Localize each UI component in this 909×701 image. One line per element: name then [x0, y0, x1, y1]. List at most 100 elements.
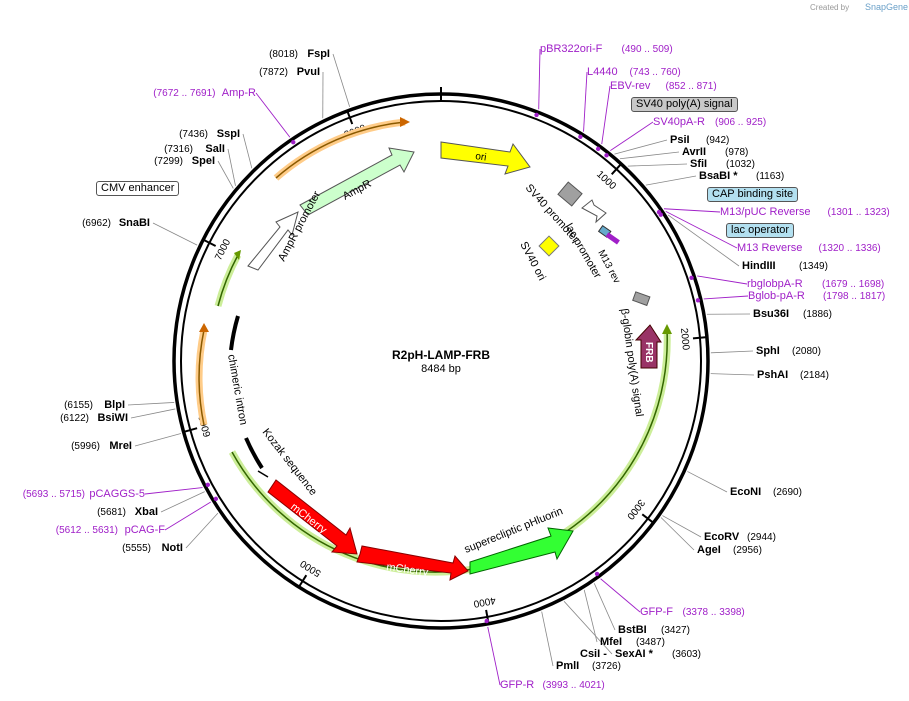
tick-mark [183, 427, 198, 433]
lac-operator-box[interactable]: lac operator [726, 223, 795, 238]
cap-binding-box[interactable]: CAP binding site [707, 187, 799, 202]
primer-name: M13 Reverse [737, 242, 802, 254]
enzyme-name: MreI [109, 440, 132, 452]
primer-sv40par[interactable]: SV40pA-R(906 .. 925) [653, 116, 766, 128]
enzyme-site-hindiii[interactable]: HindIII(1349) [742, 260, 828, 272]
primer-name: Bglob-pA-R [748, 290, 805, 302]
left-green-head [234, 250, 241, 260]
enzyme-site-blpi[interactable]: BlpI(6155) [64, 399, 125, 411]
frb-arrow[interactable] [634, 324, 662, 369]
sv40-promoter-box[interactable] [557, 181, 583, 207]
ampr-promoter-arrow[interactable] [247, 211, 299, 271]
enzyme-site-ecoNI[interactable]: EcoNI(2690) [730, 486, 802, 498]
primer-pcagf[interactable]: pCAG-F(5612 .. 5631) [56, 524, 166, 536]
enzyme-site-mrei[interactable]: MreI (5996) [71, 440, 132, 452]
enzyme-position: (5996) [71, 441, 100, 452]
cmv-enhancer-box[interactable]: CMV enhancer [96, 181, 180, 196]
primer-gfpr[interactable]: GFP-R(3993 .. 4021) [500, 679, 605, 691]
primer-ebvrev[interactable]: EBV-rev (852 .. 871) [610, 80, 717, 92]
enzyme-position: (2956) [733, 545, 762, 556]
enzyme-leader [619, 151, 680, 160]
kozak-label: Kozak sequence [260, 426, 320, 497]
primer-leader [663, 208, 721, 213]
enzyme-position: (2944) [747, 532, 776, 543]
enzyme-site-sexai[interactable]: SexAI *(3603) [615, 648, 701, 660]
enzyme-site-pshai[interactable]: PshAI(2184) [757, 369, 829, 381]
primer-name: EBV-rev [610, 80, 651, 92]
enzyme-site-fspi[interactable]: FspI(8018) [269, 48, 330, 60]
enzyme-name: PmlI [556, 660, 579, 672]
primer-gfpf[interactable]: GFP-F(3378 .. 3398) [640, 606, 745, 618]
enzyme-name: MfeI [600, 636, 622, 648]
chimeric-intron-top [229, 315, 240, 351]
enzyme-name: BstBI [618, 624, 647, 636]
primer-range: (1798 .. 1817) [823, 291, 885, 302]
enzyme-leader [645, 175, 697, 186]
ampr-arrow[interactable] [299, 147, 415, 216]
credit-text: Created by [810, 3, 849, 12]
bglobin-box[interactable] [632, 291, 651, 307]
enzyme-site-sphi[interactable]: SphI(2080) [756, 345, 821, 357]
primer-pbr322[interactable]: pBR322ori-F(490 .. 509) [540, 43, 673, 55]
primer-name: pCAG-F [125, 524, 166, 536]
enzyme-site-bsabi[interactable]: BsaBI *(1163) [699, 170, 784, 182]
left-orange-head [199, 323, 209, 332]
label-layer: FspI(8018) PvuI(7872) SspI(7436) SalI(7316)… [23, 43, 890, 691]
primer-ampr[interactable]: Amp-R(7672 .. 7691) [153, 87, 256, 99]
primer-site-mark [291, 140, 296, 145]
enzyme-leader [152, 222, 198, 246]
mcherry-arrow-1[interactable] [267, 479, 358, 555]
primer-range: (852 .. 871) [666, 81, 717, 92]
left-green-highlight [214, 253, 242, 307]
tick-label: 7000 [213, 237, 233, 262]
enzyme-position: (2690) [773, 487, 802, 498]
enzyme-position: (7872) [259, 67, 288, 78]
enzyme-position: (6122) [60, 413, 89, 424]
enzyme-site-noti[interactable]: NotI(5555) [122, 542, 183, 554]
primer-rbglob[interactable]: rbglobpA-R(1679 .. 1698) [747, 278, 884, 290]
enzyme-site-snabi[interactable]: SnaBI(6962) [82, 217, 150, 229]
enzyme-position: (3726) [592, 661, 621, 672]
enzyme-position: (3427) [661, 625, 690, 636]
primer-name: rbglobpA-R [747, 278, 803, 290]
enzyme-site-avrii[interactable]: AvrII(978) [682, 146, 748, 158]
enzyme-site-csii[interactable]: CsiI - [580, 648, 607, 660]
primer-pcaggs5[interactable]: pCAGGS-5(5693 .. 5715) [23, 488, 145, 500]
enzyme-site-bswi[interactable]: BsiWI(6122) [60, 412, 128, 424]
enzyme-position: (5555) [122, 543, 151, 554]
primer-m13rev[interactable]: M13 Reverse(1320 .. 1336) [737, 242, 881, 254]
enzyme-site-sspi[interactable]: SspI(7436) [179, 128, 240, 140]
primer-l4440[interactable]: L4440(743 .. 760) [587, 66, 681, 78]
chimeric-intron-label: chimeric intron [225, 353, 249, 426]
tick-label: 4000 [472, 594, 496, 609]
sv40-polya-box[interactable]: SV40 poly(A) signal [631, 97, 738, 112]
enzyme-site-mfei[interactable]: MfeI(3487) [600, 636, 665, 648]
enzyme-name: FspI [307, 48, 330, 60]
primer-bglob[interactable]: Bglob-pA-R (1798 .. 1817) [748, 290, 885, 302]
enzyme-site-agei[interactable]: AgeI(2956) [697, 544, 762, 556]
enzyme-site-bsu36i[interactable]: Bsu36I(1886) [753, 308, 832, 320]
enzyme-position: (7436) [179, 129, 208, 140]
enzyme-site-psti[interactable]: PsiI(942) [670, 134, 729, 146]
mcherry-arrow-2[interactable] [356, 545, 469, 581]
primer-range: (5693 .. 5715) [23, 489, 85, 500]
snapgene-logo: SnapGene [865, 2, 908, 12]
enzyme-site-pvui[interactable]: PvuI(7872) [259, 66, 320, 78]
enzyme-site-spei[interactable]: SpeI(7299) [154, 155, 215, 167]
enzyme-site-sfii[interactable]: SfiI(1032) [690, 158, 755, 170]
enzyme-name: SalI [205, 143, 225, 155]
ori-arrow[interactable] [440, 141, 531, 175]
sv40-ori-box[interactable] [538, 235, 560, 257]
enzyme-site-sali[interactable]: SalI(7316) [164, 143, 225, 155]
enzyme-leader [130, 408, 176, 419]
enzyme-site-bstbi[interactable]: BstBI (3427) [618, 624, 690, 636]
tick-mark [641, 513, 655, 524]
lac-promoter-arrow[interactable] [581, 199, 607, 224]
phluorin-arrow[interactable] [469, 527, 574, 575]
enzyme-site-pmli[interactable]: PmlI (3726) [556, 660, 621, 672]
primer-m13puc[interactable]: M13/pUC Reverse(1301 .. 1323) [720, 206, 890, 218]
enzyme-leader [217, 160, 234, 189]
enzyme-site-xbai[interactable]: XbaI(5681) [97, 506, 158, 518]
enzyme-site-ecorv[interactable]: EcoRV(2944) [704, 531, 776, 543]
primer-range: (3993 .. 4021) [543, 680, 605, 691]
